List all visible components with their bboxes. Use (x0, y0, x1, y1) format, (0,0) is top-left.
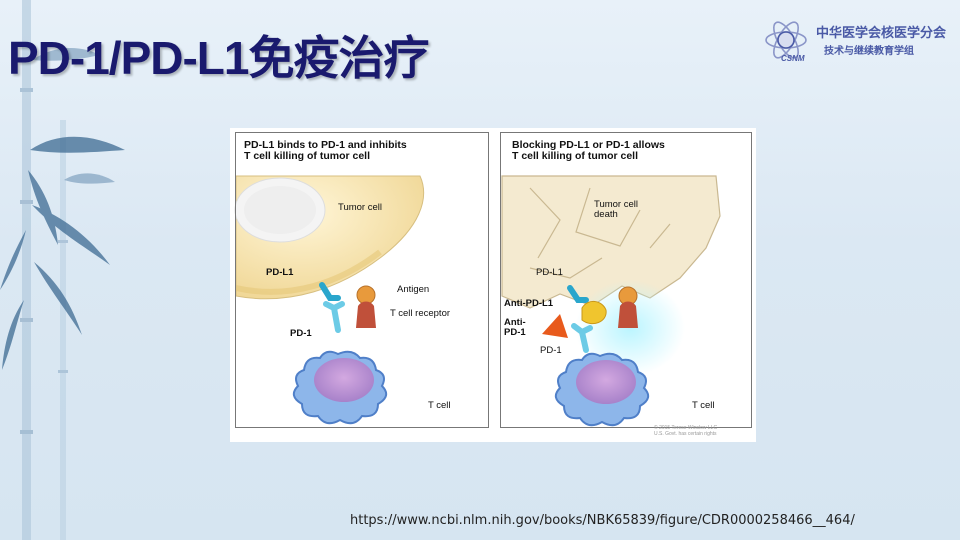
label-pd-l1: PD-L1 (266, 267, 294, 278)
logo-sub-name: 技术与继续教育学组 (824, 46, 914, 57)
csnm-logo: CSNM 中华医学会核医学分会 技术与继续教育学组 (762, 18, 952, 64)
pd1-pdl1-figure: PD-L1 binds to PD-1 and inhibits T cell … (230, 128, 756, 442)
right-panel-art (501, 175, 721, 427)
logo-org-name: 中华医学会核医学分会 (816, 25, 947, 40)
label-anti-pd-1: Anti- PD-1 (504, 317, 526, 338)
label-tumor-cell-death: Tumor cell death (594, 199, 638, 220)
label-anti-pd-l1: Anti-PD-L1 (504, 298, 554, 309)
t-cell-nucleus (314, 358, 374, 402)
pd-1-receptor (323, 301, 345, 333)
left-panel-title: PD-L1 binds to PD-1 and inhibits T cell … (244, 139, 407, 162)
label-pd-l1-right: PD-L1 (536, 267, 563, 278)
label-pd-1-right: PD-1 (540, 345, 562, 356)
t-cell-nucleus-right (576, 360, 636, 404)
right-panel-frame (500, 132, 752, 428)
bamboo-decoration (0, 0, 125, 540)
label-pd-1: PD-1 (290, 328, 312, 339)
atom-emblem-icon: CSNM (765, 21, 807, 63)
left-panel-frame (235, 132, 489, 428)
label-t-cell-right: T cell (692, 400, 715, 411)
pd-l1-protein-right (567, 285, 589, 303)
label-t-cell-receptor: T cell receptor (390, 308, 451, 319)
pd-l1-protein (319, 282, 341, 301)
source-url[interactable]: https://www.ncbi.nlm.nih.gov/books/NBK65… (350, 513, 855, 528)
label-antigen: Antigen (397, 284, 430, 295)
anti-pd-1-antibody (542, 314, 568, 338)
label-tumor-cell: Tumor cell (338, 202, 382, 213)
t-cell-receptor-mark-right (618, 301, 638, 328)
anti-pd-l1-antibody (581, 301, 607, 325)
pd-1-receptor-right (571, 323, 593, 353)
right-panel-title: Blocking PD-L1 or PD-1 allows T cell kil… (512, 139, 665, 162)
left-panel-art (234, 175, 425, 425)
figure-copyright: © 2015 Terese Winslow LLC U.S. Govt. has… (654, 425, 718, 437)
slide-title: PD-1/PD-L1免疫治疗 (8, 32, 429, 84)
logo-emblem-text: CSNM (781, 54, 805, 63)
figure-illustration (234, 175, 721, 427)
t-cell-receptor-mark (356, 301, 376, 328)
label-t-cell: T cell (428, 400, 451, 411)
